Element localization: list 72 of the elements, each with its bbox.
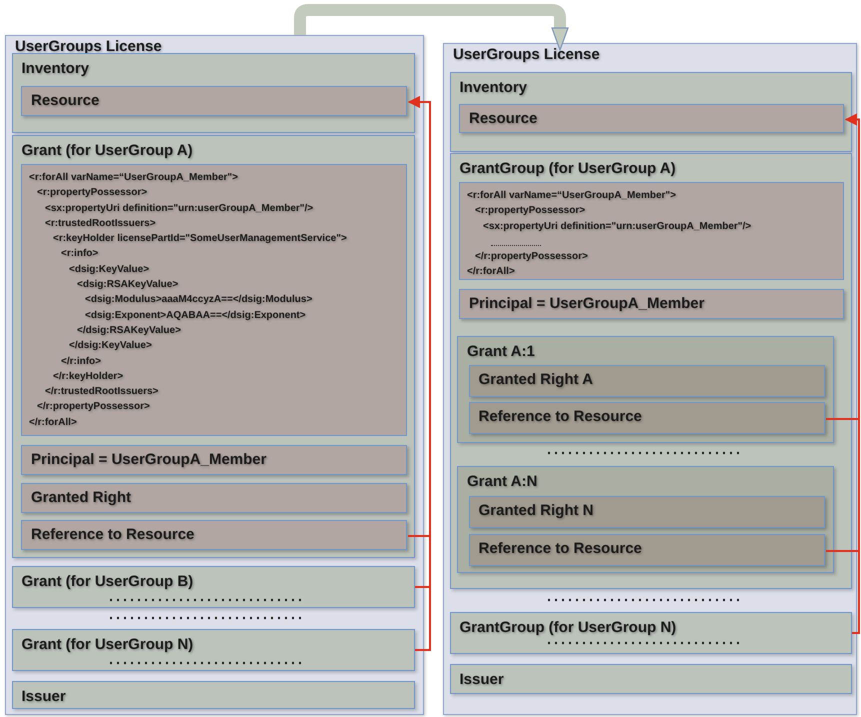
section-title: Grant (for UserGroup A) xyxy=(22,142,193,158)
section-title: UserGroups License xyxy=(15,38,162,55)
code-line: </r:info> xyxy=(61,354,102,369)
grant-box xyxy=(457,466,834,573)
section-box xyxy=(12,566,414,608)
code-line: </dsig:KeyValue> xyxy=(69,339,152,354)
field-box xyxy=(468,534,824,566)
code-line: </dsig:RSAKeyValue> xyxy=(77,324,181,338)
section-title: Reference to Resource xyxy=(478,408,642,424)
section-box xyxy=(450,152,852,588)
section-title: GrantGroup (for UserGroup A) xyxy=(460,160,676,176)
section-title: Issuer xyxy=(460,670,504,688)
section-title: Reference to Resource xyxy=(478,540,642,556)
field-box xyxy=(459,104,844,133)
code-line: <dsig:Exponent>AQABAA==</dsig:Exponent> xyxy=(85,308,306,323)
field-box xyxy=(468,364,824,396)
section-title: Granted Right N xyxy=(478,502,594,518)
code-line: </r:forAll> xyxy=(29,416,77,430)
field-box xyxy=(468,402,824,434)
section-title: Reference to Resource xyxy=(31,526,194,543)
code-line: <r:keyHolder licensePartId="SomeUserManagementService"> xyxy=(53,232,347,246)
code-line: <r:trustedRootIssuers> xyxy=(45,216,156,231)
section-title: Resource xyxy=(31,92,100,109)
code-line: </r:propertyPossessor> xyxy=(37,400,150,414)
section-title: Grant (for UserGroup B) xyxy=(22,572,194,590)
section-box xyxy=(12,628,414,670)
section-box xyxy=(12,680,414,708)
field-box xyxy=(21,520,407,550)
code-line: <r:forAll varName=“UserGroupA_Member"> xyxy=(29,171,238,185)
section-box xyxy=(12,134,414,558)
section-title: UserGroups License xyxy=(453,46,600,63)
section-title: Granted Right xyxy=(31,489,131,506)
section-box xyxy=(450,612,852,654)
code-line: <r:forAll varName=“UserGroupA_Member"> xyxy=(467,189,676,203)
grant-box xyxy=(457,336,834,443)
code-line: <dsig:RSAKeyValue> xyxy=(77,278,178,292)
code-line: </r:propertyPossessor> xyxy=(475,250,588,264)
code-line: <r:propertyPossessor> xyxy=(475,204,586,218)
section-title: Grant A:1 xyxy=(467,343,535,360)
license-panel xyxy=(5,35,424,715)
code-block xyxy=(459,182,844,280)
section-title: Resource xyxy=(469,110,538,127)
section-title: Grant A:N xyxy=(467,473,538,490)
code-line: <dsig:KeyValue> xyxy=(69,262,150,277)
section-title: Granted Right A xyxy=(478,370,593,388)
section-title: Issuer xyxy=(22,688,66,704)
field-box xyxy=(468,496,824,528)
section-title: GrantGroup (for UserGroup N) xyxy=(460,618,676,636)
code-block xyxy=(21,164,407,436)
license-panel xyxy=(443,43,857,715)
section-title: Inventory xyxy=(22,60,90,76)
connector-arrow xyxy=(845,114,860,634)
section-title: Principal = UserGroupA_Member xyxy=(469,295,704,312)
code-line: </r:forAll> xyxy=(467,265,515,280)
field-box xyxy=(21,445,407,475)
section-box xyxy=(12,52,414,132)
code-line: <sx:propertyUri definition="urn:userGroupA_Member"/> xyxy=(45,202,314,216)
code-line: <r:propertyPossessor> xyxy=(37,186,148,200)
code-line: <sx:propertyUri definition="urn:userGroupA_Member"/> xyxy=(483,220,752,234)
field-box xyxy=(21,86,407,116)
section-title: Inventory xyxy=(460,78,528,96)
code-line: </r:keyHolder> xyxy=(53,370,124,384)
code-line: <dsig:Modulus>aaaM4ccyzA==</dsig:Modulus> xyxy=(85,293,312,308)
code-line: </r:trustedRootIssuers> xyxy=(45,385,158,400)
section-box xyxy=(450,72,852,152)
field-box xyxy=(21,483,407,513)
code-line: <r:info> xyxy=(61,247,98,262)
transition-arrow xyxy=(294,4,569,51)
field-box xyxy=(459,289,844,319)
section-title: Principal = UserGroupA_Member xyxy=(31,451,266,468)
section-title: Grant (for UserGroup N) xyxy=(22,636,194,652)
section-box xyxy=(450,664,852,694)
